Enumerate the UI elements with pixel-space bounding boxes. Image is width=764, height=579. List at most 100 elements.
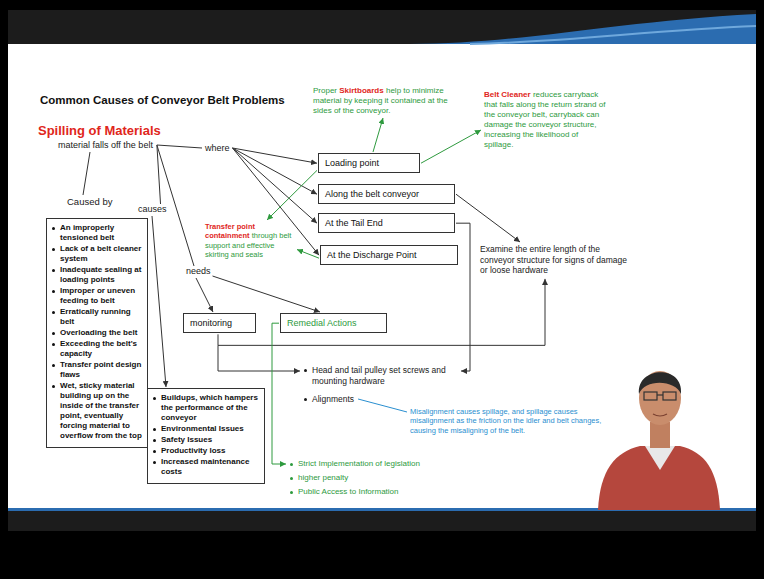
bullet-dot (52, 364, 55, 367)
leader-line (83, 152, 90, 195)
location-box: At the Tail End (318, 213, 455, 233)
bullet-dot (52, 269, 55, 272)
box-text: monitoring (190, 318, 232, 328)
bullet-dot (52, 248, 55, 251)
needs-box: monitoring (183, 313, 256, 333)
presenter-head (639, 371, 681, 425)
label-text: Belt Cleaner (484, 90, 531, 99)
list-text: Overloading the belt (60, 328, 137, 337)
note-text: Transfer point containmentthrough belt s… (205, 222, 295, 260)
location-box: At the Discharge Point (320, 245, 458, 265)
label-text: where (205, 143, 230, 153)
leader-line (218, 345, 300, 371)
bullet-text: Public Access to Information (289, 487, 399, 497)
bullet-dot (52, 343, 55, 346)
list-item: Lack of a belt cleaner system (60, 244, 144, 264)
footer-bar (8, 511, 756, 531)
note-text: Examine the entire length of the conveyo… (480, 244, 630, 276)
slide-title: Common Causes of Conveyor Belt Problems (40, 89, 285, 109)
topic-heading: Spilling of Materials (38, 123, 161, 139)
branch-word: where (205, 143, 230, 154)
list-text: Safety Issues (161, 435, 212, 444)
location-box: Loading point (318, 153, 420, 173)
cause-list-box: An improperly tensioned beltLack of a be… (46, 218, 148, 448)
bullet-dot (52, 332, 55, 335)
label-text: Transfer point containment (205, 222, 255, 240)
leader-line (373, 118, 383, 152)
list-item: Wet, sticky material building up on the … (60, 381, 144, 441)
label-text: higher penalty (298, 473, 348, 482)
list-text: Productivity loss (161, 446, 225, 455)
list-text: Transfer point design flaws (60, 360, 141, 379)
list-text: An improperly tensioned belt (60, 223, 114, 242)
presenter-glasses (644, 392, 657, 400)
bullet-dot (153, 439, 156, 442)
bullet-dot (153, 461, 156, 464)
leader-line (157, 145, 202, 148)
list-text: Erratically running belt (60, 307, 131, 326)
topic-subtitle: material falls off the belt (58, 140, 153, 151)
location-box: Along the belt conveyor (318, 184, 455, 204)
list-item: Environmental Issues (161, 424, 261, 434)
box-text: Remedial Actions (287, 318, 357, 328)
leader-line (358, 399, 407, 412)
header-swoosh-line (470, 26, 756, 44)
leader-line (421, 130, 481, 163)
label-text: material falls off the belt (58, 140, 153, 150)
note-text: Belt Cleanerreduces carryback that falls… (484, 90, 609, 150)
label-text: Public Access to Information (298, 487, 399, 496)
bullet-dot (52, 311, 55, 314)
bullet-dot (290, 463, 293, 466)
leader-line (233, 148, 317, 223)
bullet-dot (290, 491, 293, 494)
presenter-figure (598, 371, 720, 510)
label-text: Examine the entire length of the conveyo… (480, 244, 627, 275)
leader-line (218, 279, 545, 345)
label-text: Spilling of Materials (38, 123, 161, 138)
list-item: Inadequate sealing at loading points (60, 265, 144, 285)
note-text: ProperSkirtboardshelp to minimize materi… (313, 86, 463, 116)
label-text: Caused by (67, 196, 112, 207)
box-text: Along the belt conveyor (325, 189, 419, 199)
leader-line (267, 170, 317, 220)
list-text: Inadequate sealing at loading points (60, 265, 141, 284)
leader-line (213, 276, 320, 312)
label-text: Alignments (312, 394, 354, 404)
presenter-neck (650, 422, 670, 448)
list-item: Overloading the belt (60, 328, 144, 338)
box-text: At the Discharge Point (327, 250, 417, 260)
list-text: Improper or uneven feeding to belt (60, 286, 135, 305)
leader-line (233, 148, 317, 194)
presenter-mouth (653, 414, 667, 416)
box-text: Loading point (325, 158, 379, 168)
label-text: Misalignment causes spillage, and spilla… (410, 407, 601, 435)
branch-word: causes (138, 204, 167, 215)
leader-line (196, 278, 213, 312)
label-text: causes (138, 204, 167, 214)
bullet-text: higher penalty (289, 473, 348, 483)
title-text: Common Causes of Conveyor Belt Problems (40, 94, 285, 106)
list-item: Buildups, which hampers the performance … (161, 393, 261, 423)
header-bar (8, 10, 756, 44)
list-text: Lack of a belt cleaner system (60, 244, 141, 263)
bullet-dot (153, 397, 156, 400)
list-text: Increased maintenance costs (161, 457, 249, 476)
bullet-dot (153, 450, 156, 453)
bullet-text: Alignments (303, 394, 354, 405)
leader-line (233, 148, 317, 163)
presenter-hair (639, 372, 681, 394)
list-text: Environmental Issues (161, 424, 244, 433)
label-text: Head and tail pulley set screws and moun… (312, 365, 446, 386)
presenter-sweater (598, 446, 720, 510)
bullet-dot (290, 477, 293, 480)
note-text: Misalignment causes spillage, and spilla… (410, 407, 615, 435)
bullet-text: Head and tail pulley set screws and moun… (303, 365, 456, 386)
bullet-text: Strict Implementation of legislation (289, 459, 420, 469)
list-item: Productivity loss (161, 446, 261, 456)
list-item: Increased maintenance costs (161, 457, 261, 477)
box-text: At the Tail End (325, 218, 383, 228)
list-item: Exceeding the belt's capacity (60, 339, 144, 359)
presenter-glasses (657, 394, 663, 395)
list-item: Erratically running belt (60, 307, 144, 327)
